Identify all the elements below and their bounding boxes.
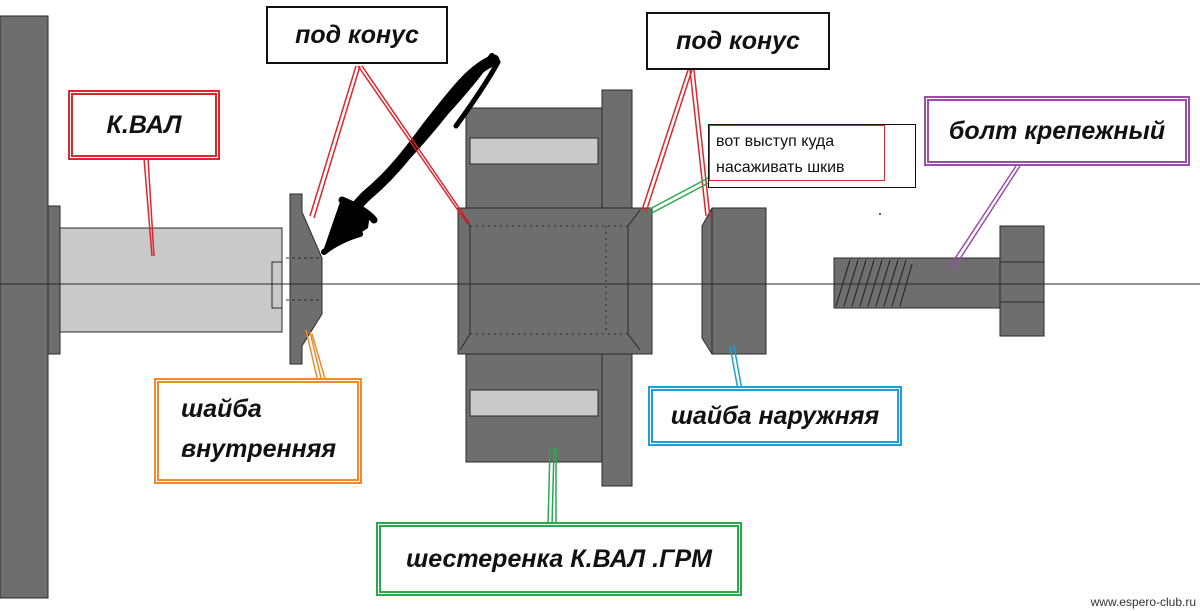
bolt-head <box>999 225 1045 337</box>
crankshaft-nose <box>59 227 283 333</box>
pointer-outer-washer <box>729 345 743 391</box>
bolt-thread <box>835 259 913 307</box>
label-bolt: болт крепежный <box>924 96 1190 166</box>
label-inner-washer-line1: шайба <box>181 395 262 423</box>
label-cone-left: под конус <box>266 6 448 64</box>
label-gear-text: шестеренка К.ВАЛ .ГРМ <box>406 544 712 573</box>
label-ledge-note-line1: вот выступ куда <box>716 133 835 150</box>
label-bolt-text: болт крепежный <box>948 116 1166 145</box>
pointer-crankshaft <box>143 157 155 257</box>
inner-washer <box>289 193 323 365</box>
pointer-cone-left <box>309 65 471 225</box>
label-ledge-note-line2: насаживать шкив <box>716 159 845 176</box>
watermark: www.espero-club.ru <box>1090 595 1196 609</box>
label-cone-left-text: под конус <box>295 20 419 49</box>
pointer-bolt <box>949 165 1021 269</box>
label-ledge-note: вот выступ куда насаживать шкив <box>708 124 916 188</box>
label-cone-right-text: под конус <box>676 26 800 55</box>
label-crankshaft-text: К.ВАЛ <box>106 110 182 139</box>
pointer-inner-washer <box>305 329 327 383</box>
label-cone-right: под конус <box>646 12 830 70</box>
label-crankshaft: К.ВАЛ <box>68 90 220 160</box>
pointer-note <box>647 175 715 215</box>
gear-hub <box>457 207 653 355</box>
pointer-gear <box>547 447 557 527</box>
gear-slot-bottom <box>469 389 599 417</box>
gear-slot-top <box>469 137 599 165</box>
crankshaft-key <box>271 261 283 309</box>
label-inner-washer-line2: внутренняя <box>181 435 337 463</box>
hand-drawn-arrow <box>321 53 501 255</box>
pointer-cone-right <box>641 69 711 219</box>
label-outer-washer: шайба наружняя <box>648 386 902 446</box>
label-ledge-note-box: вот выступ куда насаживать шкив <box>709 125 885 181</box>
label-gear: шестеренка К.ВАЛ .ГРМ <box>376 522 742 596</box>
crank-flange <box>47 205 61 355</box>
label-outer-washer-text: шайба наружняя <box>670 401 880 430</box>
engine-block <box>0 15 49 599</box>
label-inner-washer: шайба внутренняя <box>154 378 362 484</box>
